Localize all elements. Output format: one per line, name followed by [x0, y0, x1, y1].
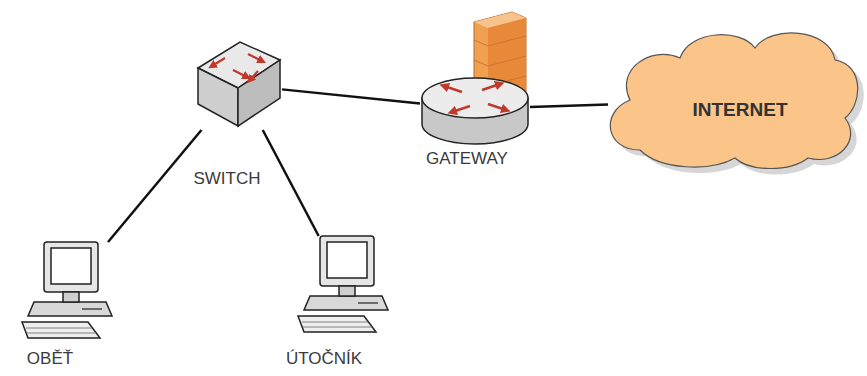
node-label: SWITCH	[193, 170, 260, 189]
node-label: INTERNET	[693, 100, 788, 121]
node-label: ÚTOČNÍK	[286, 350, 362, 369]
cloud-icon	[610, 33, 863, 175]
network-cable	[108, 130, 201, 242]
network-cable	[263, 130, 319, 236]
computer-node: OBĚŤ	[22, 242, 114, 338]
computer-icon	[22, 242, 112, 338]
gateway-node: GATEWAY	[420, 76, 530, 142]
router-icon	[422, 78, 528, 144]
cloud-node: INTERNET	[608, 32, 862, 168]
node-label: GATEWAY	[426, 150, 508, 169]
computer-node: ÚTOČNÍK	[298, 236, 390, 332]
node-label: OBĚŤ	[27, 350, 73, 369]
network-cable	[530, 104, 608, 107]
switch-icon	[198, 42, 280, 126]
computer-icon	[298, 236, 388, 332]
network-cable	[282, 89, 420, 103]
switch-node: SWITCH	[196, 40, 282, 130]
